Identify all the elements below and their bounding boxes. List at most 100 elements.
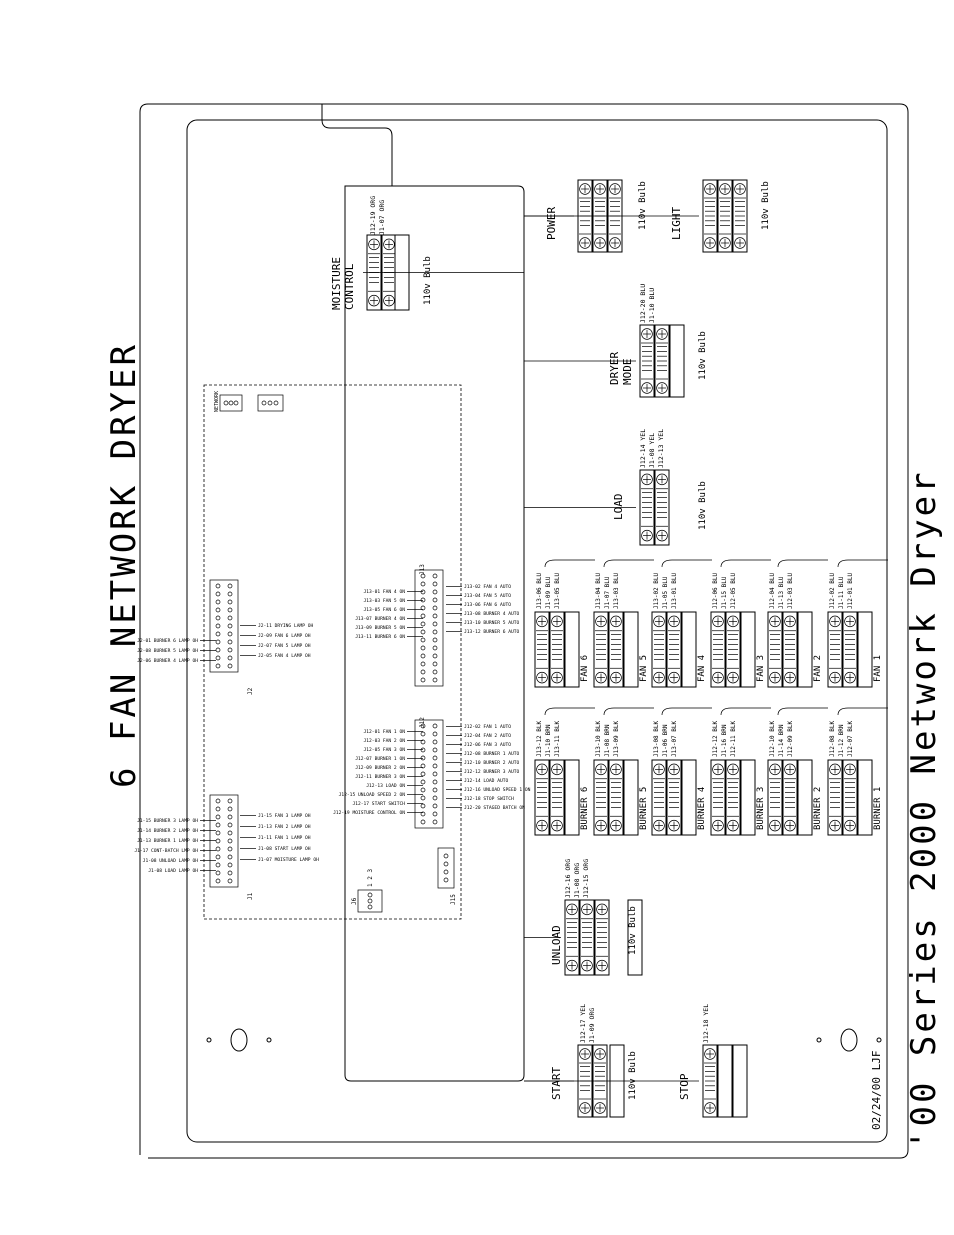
burner-switch[interactable] — [782, 759, 798, 836]
j13-right-wire: J13-08 BURNER 4 AUTO — [464, 611, 520, 617]
j12-tag: J12 — [419, 717, 426, 728]
bulb-label: 110v Bulb — [698, 331, 708, 380]
fan-switch[interactable] — [534, 611, 550, 688]
wire-label: J12-06 BLU — [712, 572, 719, 609]
fan-label: FAN 1 — [873, 655, 883, 682]
stop-label: STOP — [678, 1073, 691, 1100]
j12-right-wire: J12-08 BURNER 1 AUTO — [464, 751, 520, 757]
dryer-mode-switch[interactable] — [639, 324, 655, 398]
wire-label: J12-20 BLU — [639, 284, 647, 323]
light-switch[interactable] — [702, 179, 718, 253]
dryer-mode-switch[interactable] — [654, 324, 670, 398]
wire-label: J12-18 YEL — [702, 1004, 710, 1043]
light-switch[interactable] — [732, 179, 748, 253]
j12-left-wire: J12-09 BURNER 2 ON — [355, 765, 405, 771]
wire-label: J12-19 ORG — [369, 196, 377, 235]
bulb-label: 110v Bulb — [761, 181, 771, 230]
burner-switch[interactable] — [608, 759, 624, 836]
wire-label: J13-09 BLK — [613, 720, 620, 757]
unload-switch[interactable] — [594, 899, 610, 976]
fan-switch[interactable] — [710, 611, 726, 688]
unload-switch[interactable] — [579, 899, 595, 976]
j12-left-wire: J12-07 BURNER 1 ON — [355, 756, 405, 762]
burner-switch[interactable] — [549, 759, 565, 836]
wire-label: J13-01 BLU — [671, 572, 678, 609]
wire-label: J1-08 ORG — [573, 863, 581, 898]
wire-label: J12-03 BLU — [787, 572, 794, 609]
j13-left-wire: J13-09 BURNER 5 ON — [355, 625, 405, 631]
sheet-border — [186, 119, 888, 1143]
burner-label: BURNER 6 — [580, 787, 590, 830]
j12-left-wire: J12-05 FAN 3 ON — [364, 747, 406, 753]
wire-label: J13-06 BLU — [536, 572, 543, 609]
wire-label: J1-07 BLU — [604, 576, 611, 609]
wire-label: J12-13 YEL — [657, 429, 665, 468]
burner-switch[interactable] — [767, 759, 783, 836]
burner-switch[interactable] — [725, 759, 741, 836]
j1-right-wire: J1-13 FAN 2 LAMP OH — [258, 824, 311, 830]
j2-connector — [209, 579, 239, 673]
fan-switch[interactable] — [842, 611, 858, 688]
j12-right-wire: J12-14 LOAD AUTO — [464, 778, 508, 784]
fan-switch[interactable] — [666, 611, 682, 688]
load-switch[interactable] — [639, 469, 655, 546]
burner-switch[interactable] — [842, 759, 858, 836]
burner-switch[interactable] — [534, 759, 550, 836]
wire-label: J13-02 BLU — [653, 572, 660, 609]
stop-switch[interactable] — [702, 1044, 718, 1118]
wire-label: J13-11 BLK — [554, 720, 561, 757]
burner-label: BURNER 3 — [756, 787, 766, 830]
wire-label: J1-08 YEL — [648, 433, 656, 468]
j13-left-wire: J13-05 FAN 6 ON — [364, 607, 406, 613]
wire-label: J1-12 BRN — [838, 724, 845, 757]
bulb-socket — [669, 324, 685, 398]
j12-right-wire: J12-12 BURNER 3 AUTO — [464, 769, 520, 775]
burner-switch[interactable] — [666, 759, 682, 836]
burner-switch[interactable] — [651, 759, 667, 836]
fan-switch[interactable] — [549, 611, 565, 688]
wire-label: J12-08 BLK — [829, 720, 836, 757]
wire-label: J13-04 BLU — [595, 572, 602, 609]
load-switch[interactable] — [654, 469, 670, 546]
burner-switch[interactable] — [827, 759, 843, 836]
j6-connector — [357, 889, 383, 913]
j12-left-wire: J12-13 LOAD ON — [366, 783, 405, 789]
j13-left-wire: J13-01 FAN 4 ON — [364, 589, 406, 595]
wire-label: J1-09 BLU — [545, 576, 552, 609]
j2-right-wire: J2-05 FAN 4 LAMP OH — [258, 653, 311, 659]
fan-switch[interactable] — [593, 611, 609, 688]
light-switch[interactable] — [717, 179, 733, 253]
fan-switch[interactable] — [767, 611, 783, 688]
j1-tag: J1 — [247, 892, 254, 900]
fan-switch[interactable] — [651, 611, 667, 688]
j1-right-wire: J1-07 MOISTURE LAMP OH — [258, 857, 319, 863]
burner-switch[interactable] — [710, 759, 726, 836]
j1-right-wire: J1-08 START LAMP OH — [258, 846, 311, 852]
fan-label: FAN 5 — [639, 655, 649, 682]
fan-switch[interactable] — [725, 611, 741, 688]
j13-right-wire: J13-06 FAN 6 AUTO — [464, 602, 511, 608]
j6-tag: J6 — [351, 897, 358, 905]
fan-switch[interactable] — [608, 611, 624, 688]
j12-left-wire: J12-03 FAN 2 ON — [364, 738, 406, 744]
j12-left-wire: J12-11 BURNER 3 ON — [355, 774, 405, 780]
panel-stop: STOP J12-18 YEL — [524, 1004, 748, 1118]
moisture-label: CONTROL — [343, 263, 356, 310]
date-stamp: 02/24/00 LJF — [870, 1051, 883, 1130]
fan-switch[interactable] — [827, 611, 843, 688]
wire-label: J1-11 BLU — [838, 576, 845, 609]
burner-switch[interactable] — [593, 759, 609, 836]
unload-switch[interactable] — [564, 899, 580, 976]
j2-left-wire: J2-06 BURNER 4 LAMP OH — [137, 658, 198, 664]
j12-connector — [414, 719, 444, 829]
j2-left-wire: J2-01 BURNER 6 LAMP OH — [137, 638, 198, 644]
fan-switch[interactable] — [782, 611, 798, 688]
